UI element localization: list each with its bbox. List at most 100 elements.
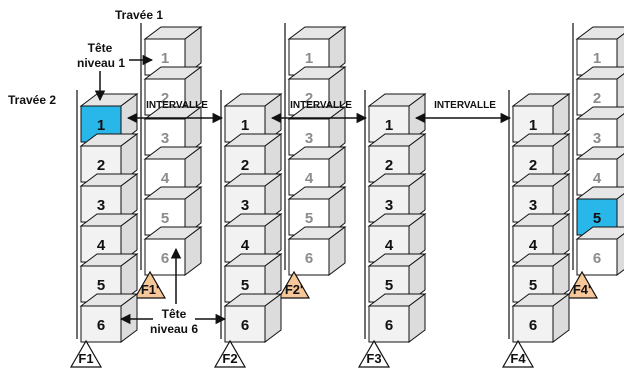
cell-number: 4 <box>97 237 106 254</box>
cell-front <box>576 238 618 276</box>
tete6-label-line2: niveau 6 <box>150 322 198 336</box>
cell-number: 5 <box>305 210 313 227</box>
cell-number: 4 <box>161 170 170 187</box>
cell-number: 3 <box>305 130 313 147</box>
cell-number: 5 <box>161 210 169 227</box>
cell-number: 4 <box>593 170 602 187</box>
foot-label: F2 <box>222 351 237 366</box>
cell-number: 6 <box>97 317 105 334</box>
cell-front <box>224 305 266 343</box>
cell-number: 3 <box>593 130 601 147</box>
cell-front <box>288 238 330 276</box>
foot-label: F4' <box>573 282 591 297</box>
cell-number: 2 <box>529 157 537 174</box>
cell-number: 3 <box>241 197 249 214</box>
foot-f1: F1 <box>69 339 103 368</box>
cell-number: 3 <box>97 197 105 214</box>
foot-label: F3 <box>366 351 381 366</box>
foot-triangle <box>357 339 391 368</box>
cell-number: 5 <box>97 277 105 294</box>
cell-number: 3 <box>385 197 393 214</box>
foot-f2: F2 <box>213 339 247 368</box>
cell-number: 2 <box>305 90 313 107</box>
back-column-2: 1 2 3 4 5 6F2' <box>277 23 347 299</box>
rack-cell: 6 <box>79 293 139 343</box>
rack-cell: 6 <box>367 293 427 343</box>
cell-number: 4 <box>385 237 394 254</box>
cell-number: 5 <box>241 277 249 294</box>
cell-number: 2 <box>161 90 169 107</box>
foot-triangle <box>277 270 311 299</box>
cell-number: 6 <box>529 317 537 334</box>
foot-triangle <box>133 270 167 299</box>
cell-top <box>575 26 624 40</box>
cell-number: 3 <box>529 197 537 214</box>
cell-front <box>80 305 122 343</box>
rack-cell: 3 <box>511 173 571 223</box>
rack-cell: 3 <box>223 173 283 223</box>
foot-triangle <box>501 339 535 368</box>
intervalle-label-3: INTERVALLE <box>434 100 496 111</box>
tete1-label-line1: Tête <box>88 41 113 55</box>
intervalle-label-2: INTERVALLE <box>290 100 352 111</box>
cell-number: 1 <box>385 117 393 134</box>
cell-number: 5 <box>385 277 393 294</box>
front-column-4: 1 2 3 4 5 6F4 <box>501 90 571 368</box>
front-column-3: 1 2 3 4 5 6F3 <box>357 90 427 368</box>
cell-number: 2 <box>593 90 601 107</box>
travee2-label: Travée 2 <box>8 93 56 107</box>
cell-number: 1 <box>97 117 105 134</box>
front-column-2: 1 2 3 4 5 6F2 <box>213 90 283 368</box>
cell-number: 2 <box>241 157 249 174</box>
cell-number: 6 <box>241 317 249 334</box>
foot-triangle <box>69 339 103 368</box>
intervalle-label-1: INTERVALLE <box>146 100 208 111</box>
cell-number: 5 <box>593 210 601 227</box>
rack-cell: 6 <box>575 226 624 276</box>
cell-front <box>512 305 554 343</box>
cell-number: 4 <box>529 237 538 254</box>
foot-label: F1 <box>78 351 93 366</box>
foot-triangle <box>565 270 599 299</box>
rack-cell: 1 <box>287 26 347 76</box>
foot-triangle <box>213 339 247 368</box>
cell-number: 4 <box>305 170 314 187</box>
cell-number: 6 <box>385 317 393 334</box>
foot-label: F2' <box>285 282 303 297</box>
cell-number: 1 <box>241 117 249 134</box>
front-column-1: 1 2 3 4 5 6F1 <box>69 90 139 368</box>
cell-number: 1 <box>161 50 169 67</box>
rack-cell: 6 <box>287 226 347 276</box>
rack-cell: 2 <box>79 133 139 183</box>
cell-number: 5 <box>529 277 537 294</box>
cell-number: 6 <box>161 250 169 267</box>
tete1-label-line2: niveau 1 <box>77 56 125 70</box>
cell-number: 2 <box>385 157 393 174</box>
cell-number: 1 <box>305 50 313 67</box>
back-column-3: 1 2 3 4 5 6F4' <box>565 23 624 299</box>
cell-number: 1 <box>529 117 537 134</box>
tete6-label-line1: Tête <box>162 307 187 321</box>
cell-number: 2 <box>97 157 105 174</box>
back-column-1: 1 2 3 4 5 6F1' <box>133 23 203 299</box>
cell-number: 3 <box>161 130 169 147</box>
cell-number: 4 <box>241 237 250 254</box>
foot-f3: F3 <box>357 339 391 368</box>
foot-f4p: F4' <box>565 270 599 299</box>
foot-label: F4 <box>510 351 526 366</box>
rack-cell: 6 <box>223 293 283 343</box>
foot-label: F1' <box>141 282 159 297</box>
foot-f4: F4 <box>501 339 535 368</box>
foot-f2p: F2' <box>277 270 311 299</box>
rack-cell: 2 <box>511 133 571 183</box>
rack-cell: 1 <box>575 26 624 76</box>
cell-number: 6 <box>305 250 313 267</box>
cell-number: 6 <box>593 250 601 267</box>
rack-cell: 1 <box>143 26 203 76</box>
rack-cell: 6 <box>511 293 571 343</box>
travee1-label: Travée 1 <box>115 8 163 22</box>
rack-cell: 6 <box>143 226 203 276</box>
foot-f1p: F1' <box>133 270 167 299</box>
cell-front <box>368 305 410 343</box>
